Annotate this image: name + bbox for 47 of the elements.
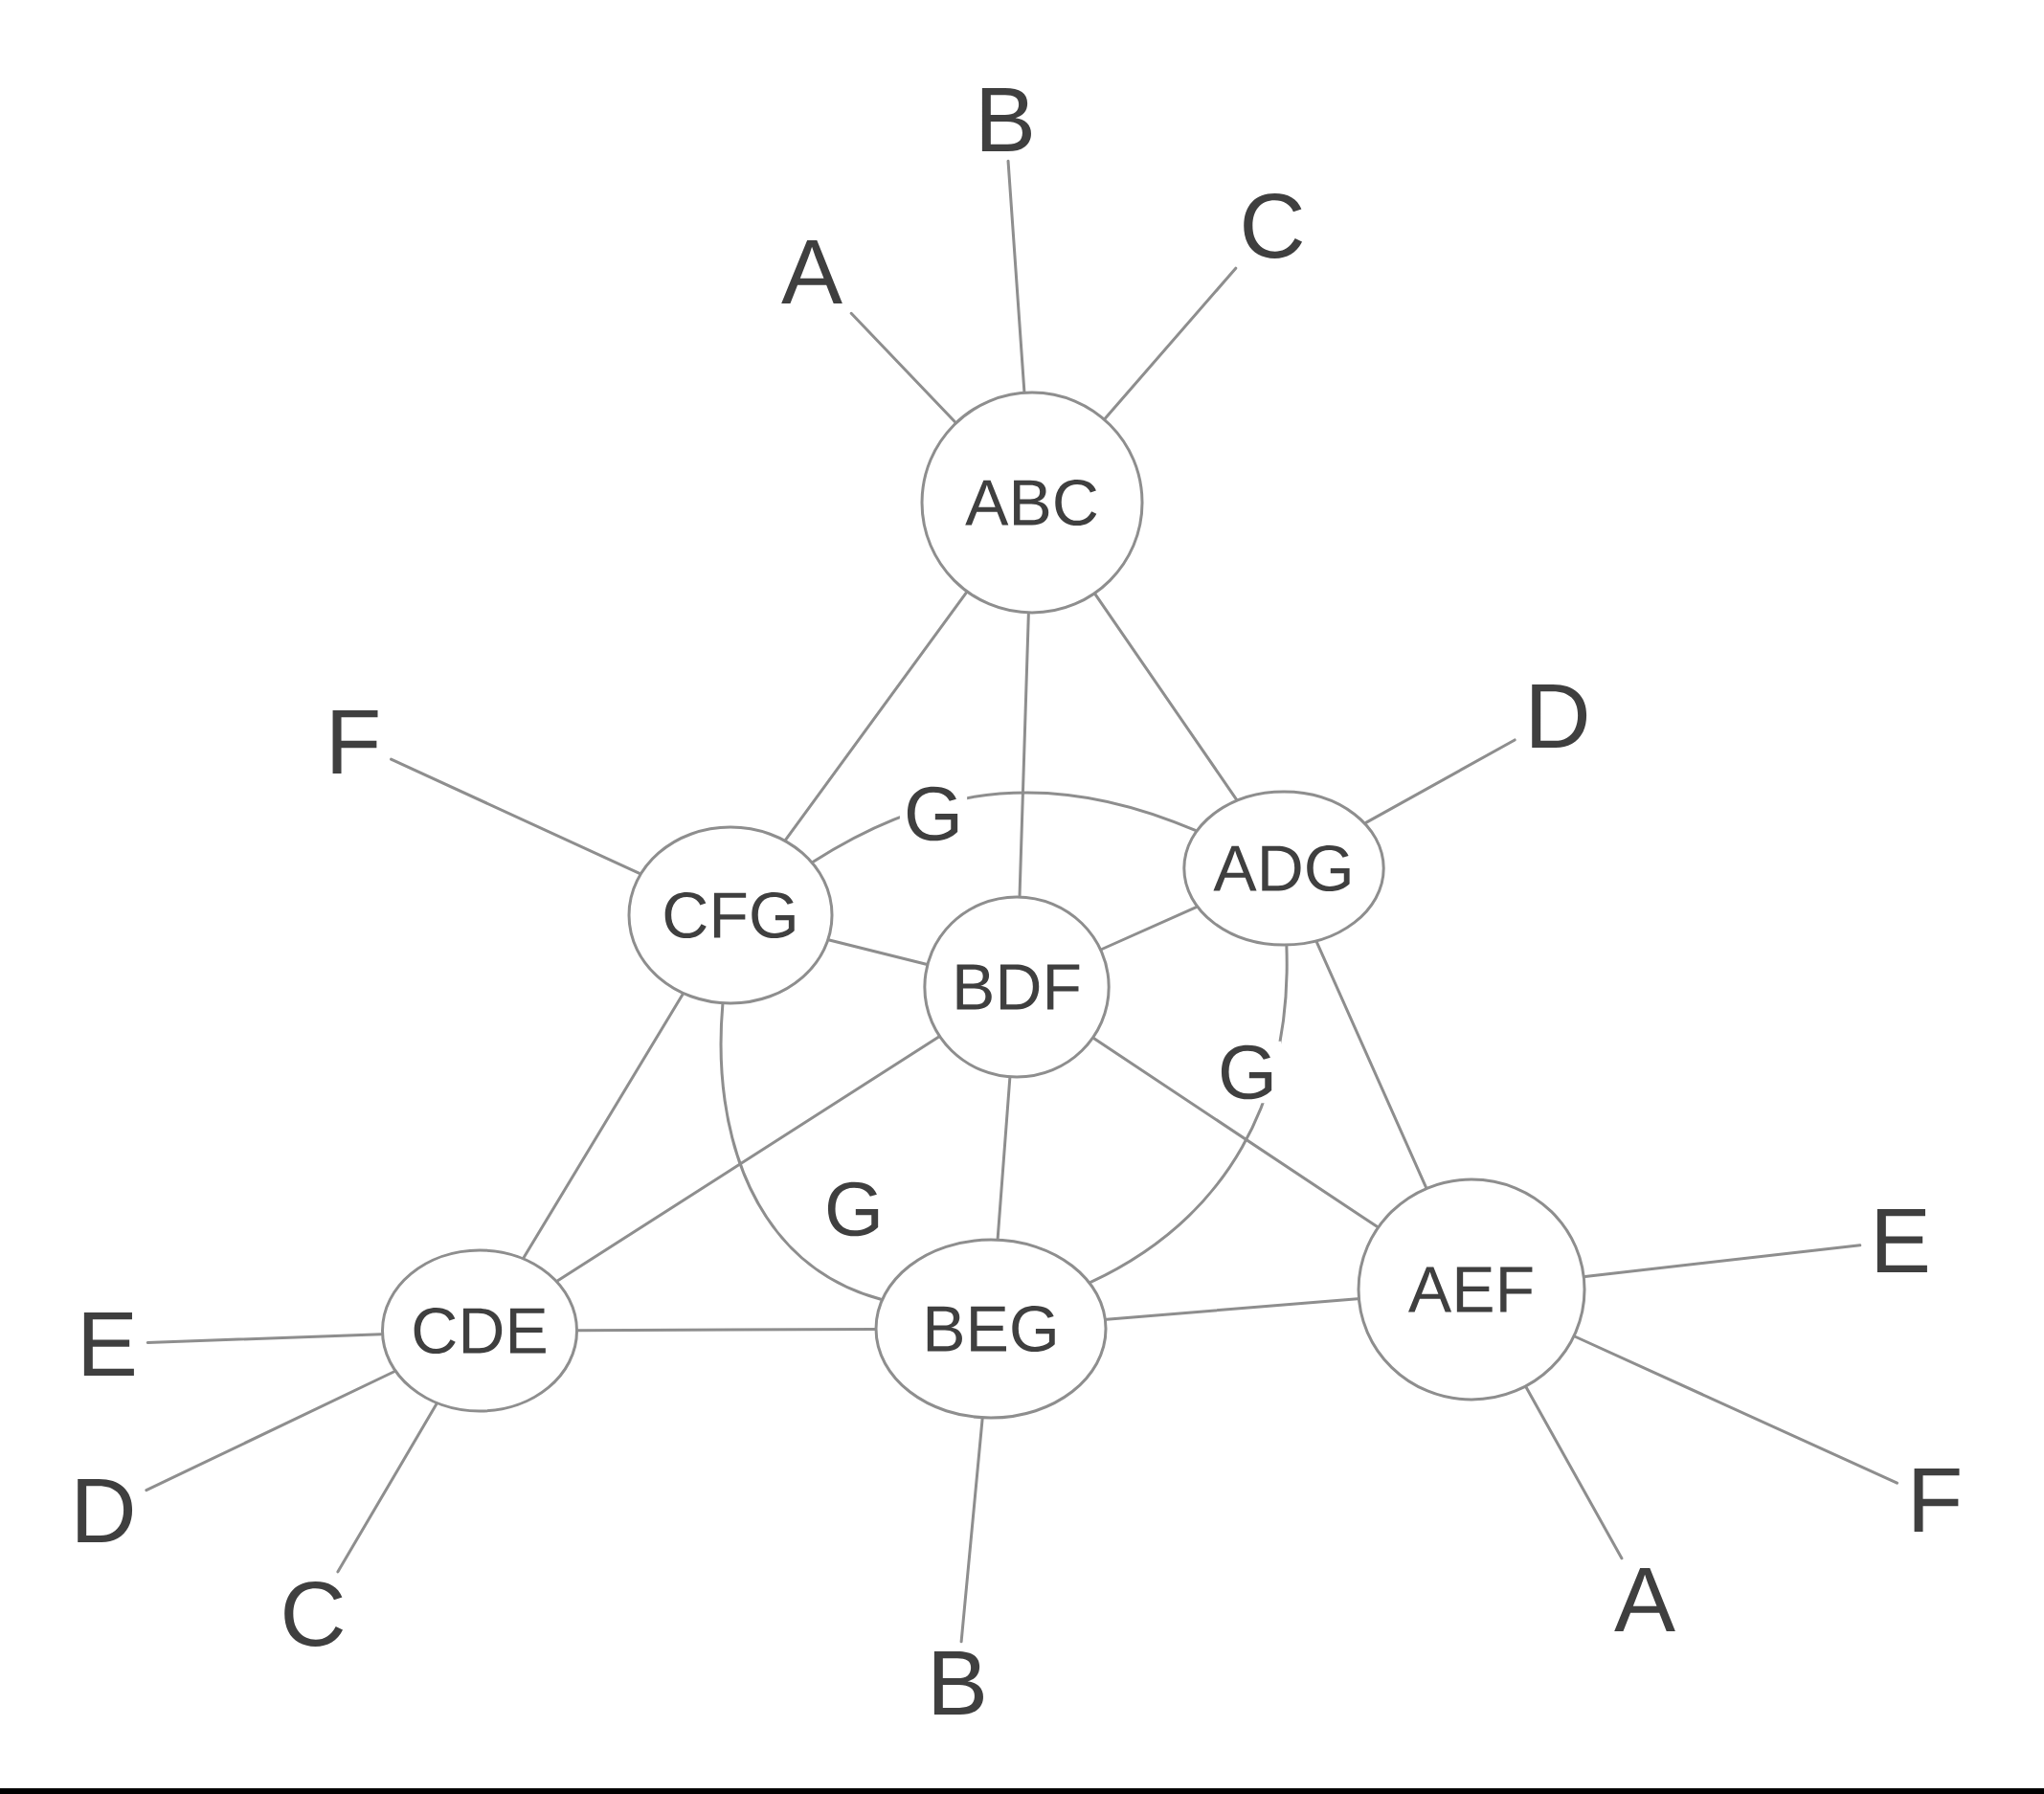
- connector-line: [576, 1327, 876, 1333]
- circle-node: ABC: [920, 391, 1144, 615]
- curved-line: [719, 1002, 883, 1301]
- connector-line: [556, 1035, 940, 1283]
- connector-line: [849, 311, 957, 424]
- connector-line: [784, 591, 968, 841]
- connector-line: [1364, 738, 1516, 824]
- letter-label: B: [981, 88, 1031, 152]
- letter-label: C: [284, 1581, 343, 1647]
- connector-line: [1105, 1297, 1359, 1321]
- connector-line: [996, 1076, 1012, 1241]
- connector-line: [1018, 612, 1030, 898]
- letter-label: A: [781, 240, 842, 304]
- connector-line: [1524, 1385, 1624, 1560]
- letter-label: C: [1244, 193, 1302, 258]
- letter-label: B: [933, 1651, 983, 1716]
- edge-label: G: [899, 782, 968, 845]
- circle-node: CFG: [627, 825, 834, 1005]
- letter-label: E: [1876, 1209, 1927, 1273]
- letter-label: D: [1532, 684, 1587, 749]
- letter-label: E: [83, 1312, 134, 1377]
- connector-line: [146, 1333, 383, 1344]
- circle-node: BEG: [874, 1238, 1108, 1420]
- connector-line: [1006, 159, 1026, 393]
- connector-line: [145, 1370, 396, 1492]
- connector-line: [1584, 1244, 1862, 1278]
- circle-node: BDF: [923, 895, 1111, 1079]
- connector-line: [336, 1402, 438, 1574]
- connector-line: [1093, 593, 1238, 801]
- edge-label: G: [820, 1177, 888, 1241]
- connector-line: [1103, 266, 1238, 420]
- letter-label: F: [332, 710, 378, 774]
- connector-line: [390, 757, 641, 875]
- connector-line: [1100, 906, 1198, 951]
- connector-line: [1573, 1334, 1898, 1485]
- circle-node: CDE: [381, 1248, 579, 1413]
- circle-node: ADG: [1182, 790, 1385, 947]
- connector-line: [1092, 1037, 1379, 1228]
- circle-node: AEF: [1357, 1177, 1586, 1402]
- connector-line: [522, 993, 685, 1260]
- connector-line: [959, 1417, 984, 1644]
- letter-label: A: [1614, 1568, 1675, 1632]
- letter-label: D: [78, 1479, 133, 1543]
- connector-line: [827, 938, 928, 966]
- connector-line: [1314, 940, 1427, 1189]
- edge-label: G: [1213, 1041, 1282, 1104]
- letter-label: F: [1914, 1469, 1960, 1533]
